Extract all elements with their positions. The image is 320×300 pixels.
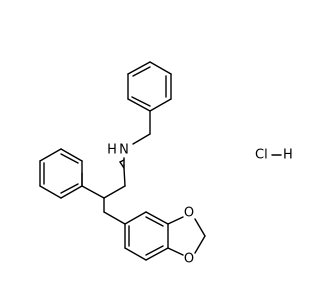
nitrogen-atom: N (119, 143, 129, 158)
bond-chain-4 (123, 167, 126, 187)
bond-ch-to-benzodioxole (103, 211, 126, 225)
bond-chain-3 (119, 161, 125, 169)
oxygen-atom-top: O (184, 206, 194, 221)
hydrochloride-salt: Cl H (255, 148, 293, 163)
bond-ch-to-ch2 (81, 185, 105, 199)
oxygen-atom-bottom: O (184, 252, 194, 267)
benzyl-phenyl-ring (127, 61, 172, 112)
salt-hydrogen: H (283, 148, 293, 163)
nitrogen-hydrogen: H (107, 143, 117, 158)
bond-chain-2 (119, 159, 125, 163)
dioxole-ring (167, 216, 206, 256)
phenyl-ring (39, 148, 83, 199)
chlorine-atom: Cl (255, 148, 268, 163)
benzodioxole-ring (124, 211, 169, 261)
structure-canvas: N H O O Cl H (39, 61, 293, 267)
bond-chain-5 (103, 185, 126, 199)
molecule-drawing: N H O O Cl H (39, 61, 293, 267)
bond-ch2-to-n (132, 133, 151, 145)
